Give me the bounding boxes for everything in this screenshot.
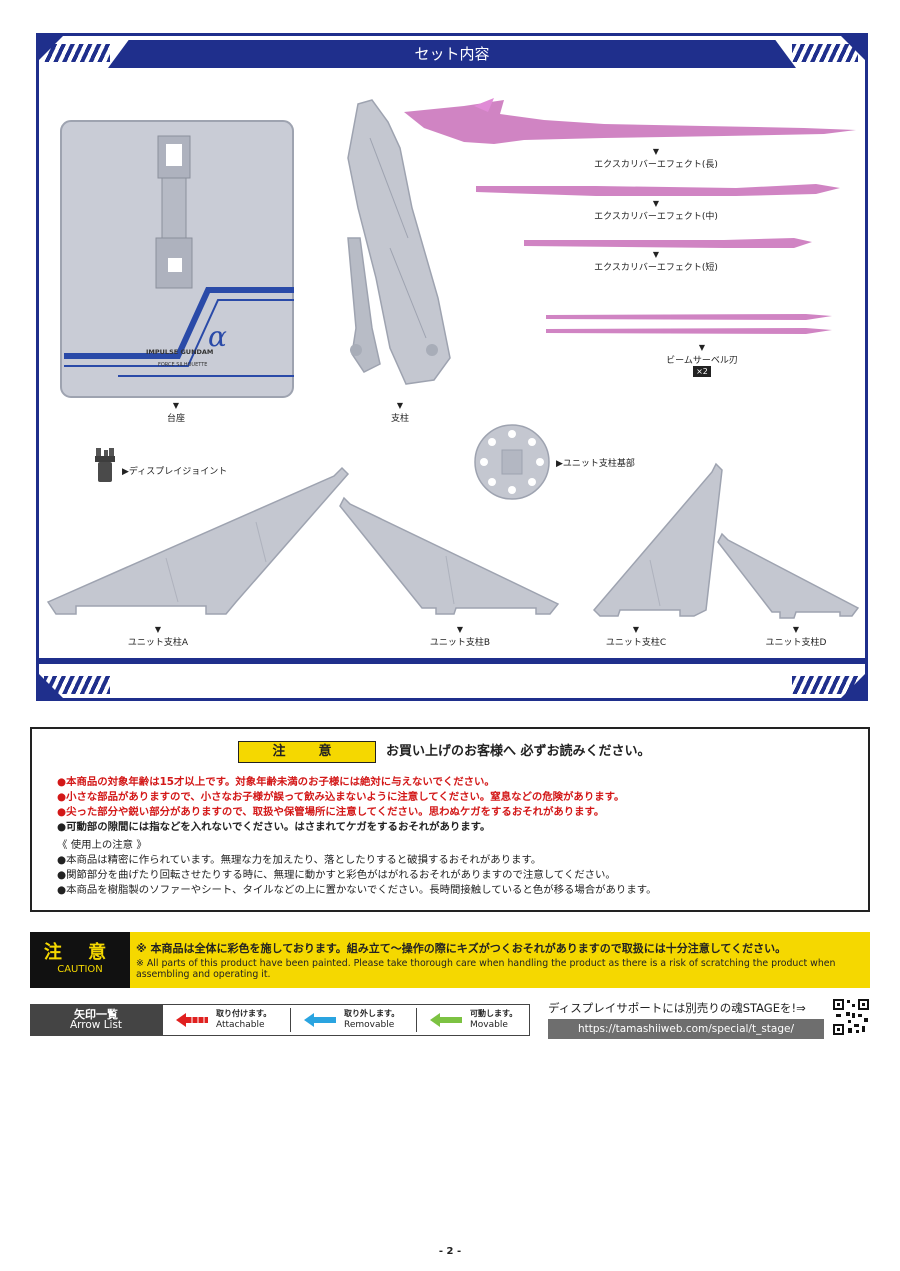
hatch-decoration <box>44 44 110 62</box>
paint-caution-label-jp: 注 意 <box>43 942 117 963</box>
pointer-icon: ▼ <box>652 147 660 156</box>
unit-a-image <box>46 466 350 615</box>
label-effect-long: エクスカリバーエフェクト(長) <box>594 160 718 170</box>
label-display-joint: ▶ディスプレイジョイント <box>122 467 228 477</box>
pointer-icon: ▼ <box>652 199 660 208</box>
alpha-logo: α <box>208 320 227 353</box>
arrow-attach-jp: 取り付けます。 <box>216 1009 272 1018</box>
hatch-decoration <box>792 44 858 62</box>
section-title-bar <box>108 40 796 68</box>
usage-line: ●本商品は精密に作られています。無理な力を加えたり、落としたりすると破損するおそ… <box>57 854 542 866</box>
caution-red-line: ●尖った部分や鋭い部分がありますので、取扱や保管場所に注意してください。思わぬケ… <box>57 806 605 818</box>
effect-short-image <box>524 238 812 248</box>
pointer-icon: ▼ <box>456 625 464 634</box>
paint-caution-label-bg <box>30 932 130 988</box>
unit-c-image <box>592 462 723 617</box>
base-print-line2: FORCE SILHOUETTE <box>158 362 208 368</box>
usage-heading: 《 使用上の注意 》 <box>57 839 147 851</box>
caution-heading: お買い上げのお客様へ 必ずお読みください。 <box>386 744 651 759</box>
hatch-decoration <box>792 676 858 694</box>
stage-support-text: ディスプレイサポートには別売りの魂STAGEを!⇒ <box>548 1001 806 1015</box>
caution-tag: 注 意 <box>238 741 376 763</box>
pillar-image <box>347 99 451 385</box>
effect-long-image <box>404 98 856 144</box>
set-contents-frame <box>36 33 868 701</box>
label-unit-d: ユニット支柱D <box>765 638 827 648</box>
beam-saber-image <box>546 314 832 334</box>
caution-red-line: ●小さな部品がありますので、小さなお子様が誤って飲み込まないように注意してくださ… <box>57 791 625 803</box>
pointer-icon: ▼ <box>396 401 404 410</box>
move-arrow-icon <box>430 1013 462 1027</box>
pointer-icon: ▼ <box>698 343 706 352</box>
arrow-list-title-jp: 矢印一覧 <box>74 1008 118 1021</box>
arrow-remove-en: Removable <box>344 1020 395 1030</box>
label-unit-base: ▶ユニット支柱基部 <box>556 459 635 469</box>
arrow-list-box <box>162 1004 530 1036</box>
label-effect-mid: エクスカリバーエフェクト(中) <box>594 212 718 222</box>
stage-url-link[interactable]: https://tamashiiweb.com/special/t_stage/ <box>577 1023 795 1035</box>
pointer-icon: ▼ <box>154 625 162 634</box>
label-effect-short: エクスカリバーエフェクト(短) <box>594 263 718 273</box>
paint-caution-label-en: CAUTION <box>57 964 103 975</box>
pointer-icon: ▼ <box>652 250 660 259</box>
pointer-icon: ▼ <box>172 401 180 410</box>
caution-red-line: ●本商品の対象年齢は15才以上です。対象年齢未満のお子様には絶対に与えないでくだ… <box>57 776 495 788</box>
attach-arrow-icon <box>176 1013 208 1027</box>
caution-box <box>30 727 870 912</box>
display-joint-image <box>95 448 115 482</box>
qr-code-icon[interactable] <box>832 998 870 1036</box>
pointer-icon: ▼ <box>632 625 640 634</box>
base-print-line1: IMPULSE GUNDAM <box>146 348 214 356</box>
label-base: 台座 <box>166 414 185 424</box>
label-unit-b: ユニット支柱B <box>429 638 491 648</box>
section-title: セット内容 <box>414 45 490 63</box>
arrow-list-header <box>30 1004 162 1036</box>
arrow-attach-en: Attachable <box>216 1020 265 1030</box>
frame-bottom-bar <box>36 658 868 664</box>
unit-base-image <box>474 424 550 500</box>
label-unit-a: ユニット支柱A <box>127 638 189 648</box>
unit-d-image <box>717 532 860 619</box>
label-unit-c: ユニット支柱C <box>605 638 667 648</box>
arrow-list-title-en: Arrow List <box>69 1019 123 1031</box>
paint-caution-en: ※ All parts of this product have been pa… <box>136 958 836 980</box>
effect-mid-image <box>476 184 840 196</box>
pointer-icon: ▼ <box>792 625 800 634</box>
unit-b-image <box>339 496 560 615</box>
label-beam-saber: ビームサーベル刃 <box>666 356 738 366</box>
arrow-move-en: Movable <box>470 1020 508 1030</box>
remove-arrow-icon <box>304 1013 336 1027</box>
paint-caution-bg <box>130 932 870 988</box>
display-base-image: α <box>60 120 294 398</box>
stage-url-bg <box>548 1019 824 1039</box>
divider <box>290 1008 291 1032</box>
divider <box>416 1008 417 1032</box>
paint-caution-jp: ※ 本商品は全体に彩色を施しております。組み立て～操作の際にキズがつくおそれがあ… <box>136 942 787 955</box>
hatch-decoration <box>44 676 110 694</box>
usage-line: ●関節部分を曲げたり回転させたりする時に、無理に動かすと彩色がはがれるおそれがあ… <box>57 869 616 881</box>
arrow-move-jp: 可動します。 <box>470 1009 518 1018</box>
arrow-remove-jp: 取り外します。 <box>344 1009 400 1018</box>
usage-line: ●本商品を樹脂製のソファーやシート、タイルなどの上に置かないでください。長時間接… <box>57 884 657 896</box>
beam-count-badge: ×2 <box>693 366 711 377</box>
page-number: - 2 - <box>438 1246 462 1257</box>
label-pillar: 支柱 <box>390 414 409 424</box>
caution-black-line: ●可動部の隙間には指などを入れないでください。はさまれてケガをするおそれがありま… <box>57 821 491 833</box>
